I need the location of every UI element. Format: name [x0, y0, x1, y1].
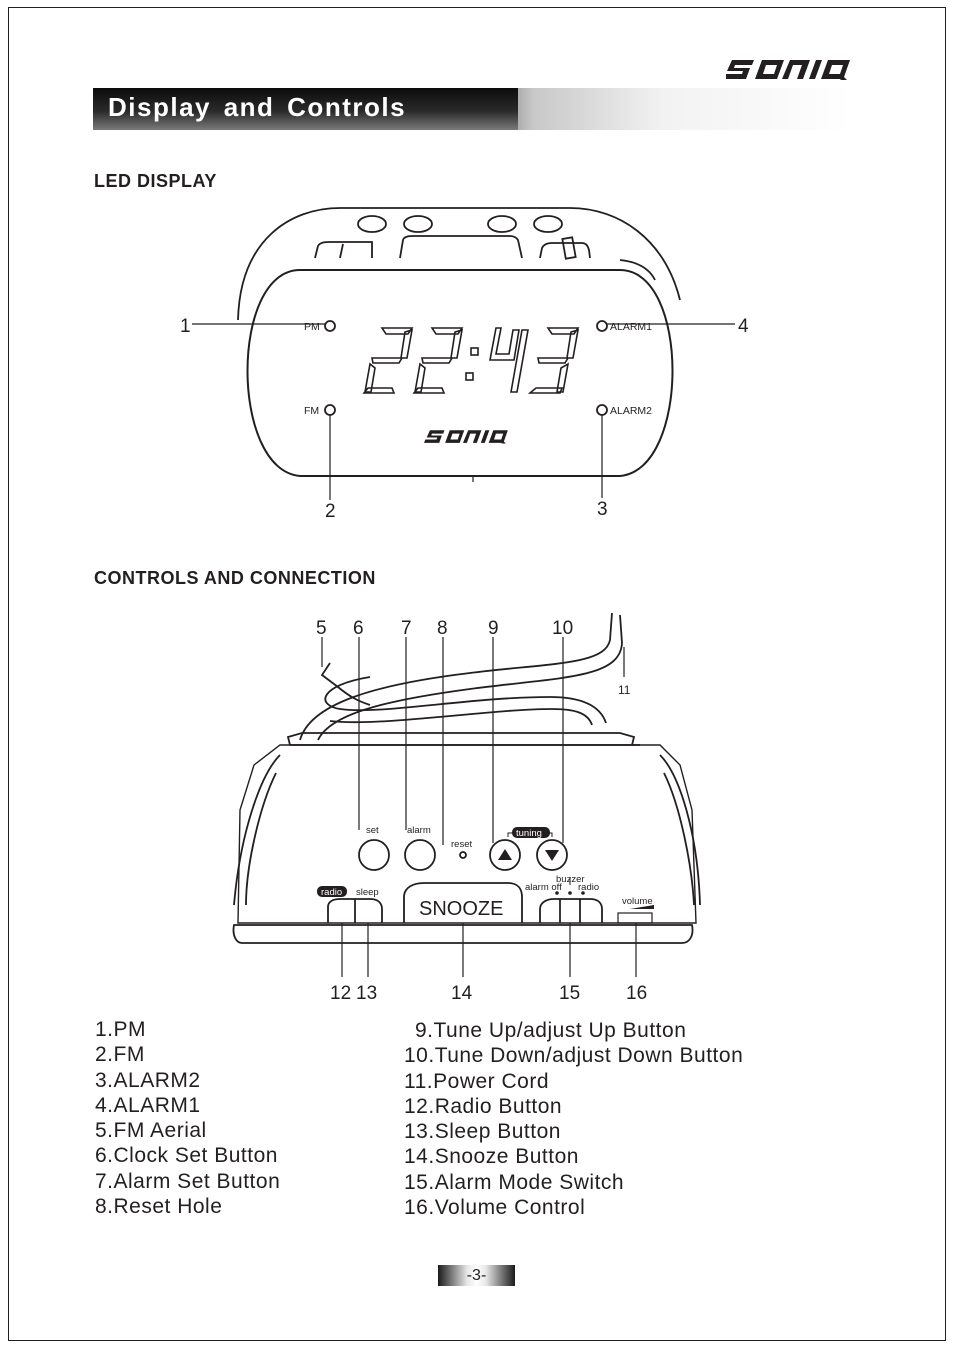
legend-left: 1.PM 2.FM 3.ALARM2 4.ALARM1 5.FM Aerial … [95, 1017, 280, 1219]
led-display-heading: LED DISPLAY [94, 171, 217, 191]
fm-label: FM [304, 405, 319, 417]
alarm-label: alarm [407, 825, 431, 836]
legend-item: 5.FM Aerial [95, 1119, 207, 1143]
callout-9: 9 [488, 618, 499, 639]
radio-label: radio [321, 887, 342, 898]
led-time [362, 327, 580, 394]
reset-label: reset [451, 839, 472, 850]
controls-heading: CONTROLS AND CONNECTION [94, 568, 376, 588]
legend-item: 4.ALARM1 [95, 1093, 201, 1117]
callout-15: 15 [559, 983, 580, 1004]
legend-item: 2.FM [95, 1043, 145, 1067]
led-display-diagram: PM FM ALARM1 ALARM2 1 2 3 4 [180, 207, 749, 522]
soniq-logo [726, 60, 850, 80]
page-title: Display and Controls [108, 92, 407, 122]
legend-item: 10.Tune Down/adjust Down Button [404, 1044, 744, 1068]
legend-item: 14.Snooze Button [404, 1145, 579, 1169]
callout-2: 2 [325, 501, 336, 522]
alarm-off-label: alarm off [525, 882, 562, 893]
callout-7: 7 [401, 618, 412, 639]
page-border [8, 7, 946, 1341]
front-soniq-logo [424, 430, 508, 444]
page-number: -3- [438, 1265, 515, 1286]
legend-item: 15.Alarm Mode Switch [404, 1170, 625, 1194]
callout-5: 5 [316, 618, 327, 639]
legend-item: 1.PM [95, 1018, 147, 1041]
alarm1-label: ALARM1 [610, 321, 652, 333]
callout-6: 6 [353, 618, 364, 639]
snooze-label: SNOOZE [419, 898, 503, 920]
legend-item: 13.Sleep Button [404, 1120, 561, 1144]
callout-10: 10 [552, 618, 573, 639]
legend-item: 12.Radio Button [404, 1094, 563, 1118]
legend-item: 8.Reset Hole [95, 1195, 223, 1219]
legend-item: 9.Tune Up/adjust Up Button [415, 1019, 687, 1042]
callout-4: 4 [738, 316, 749, 337]
legend-item: 6.Clock Set Button [95, 1144, 278, 1168]
controls-diagram: set alarm reset tuning radio sleep buzze… [232, 612, 701, 1004]
legend-right: 9.Tune Up/adjust Up Button 10.Tune Down/… [404, 1018, 743, 1220]
alarm2-label: ALARM2 [610, 405, 652, 417]
legend-item: 3.ALARM2 [95, 1068, 201, 1092]
volume-label: volume [622, 896, 653, 907]
callout-8: 8 [437, 618, 448, 639]
callout-16: 16 [626, 983, 647, 1004]
callout-14: 14 [451, 983, 473, 1004]
callout-12: 12 [330, 983, 351, 1004]
callout-1: 1 [180, 316, 191, 337]
callout-11: 11 [618, 683, 631, 697]
tuning-label: tuning [516, 828, 542, 839]
set-label: set [366, 825, 379, 836]
sleep-label: sleep [356, 887, 379, 898]
pm-label: PM [304, 321, 320, 333]
legend-item: 11.Power Cord [404, 1069, 550, 1093]
legend-item: 16.Volume Control [404, 1196, 586, 1220]
buzzer-label: buzzer [556, 874, 585, 885]
callout-13: 13 [356, 983, 377, 1004]
radio-mode-label: radio [578, 882, 599, 893]
section-title-bar [93, 88, 852, 130]
callout-3: 3 [597, 499, 608, 520]
legend-item: 7.Alarm Set Button [95, 1169, 281, 1193]
